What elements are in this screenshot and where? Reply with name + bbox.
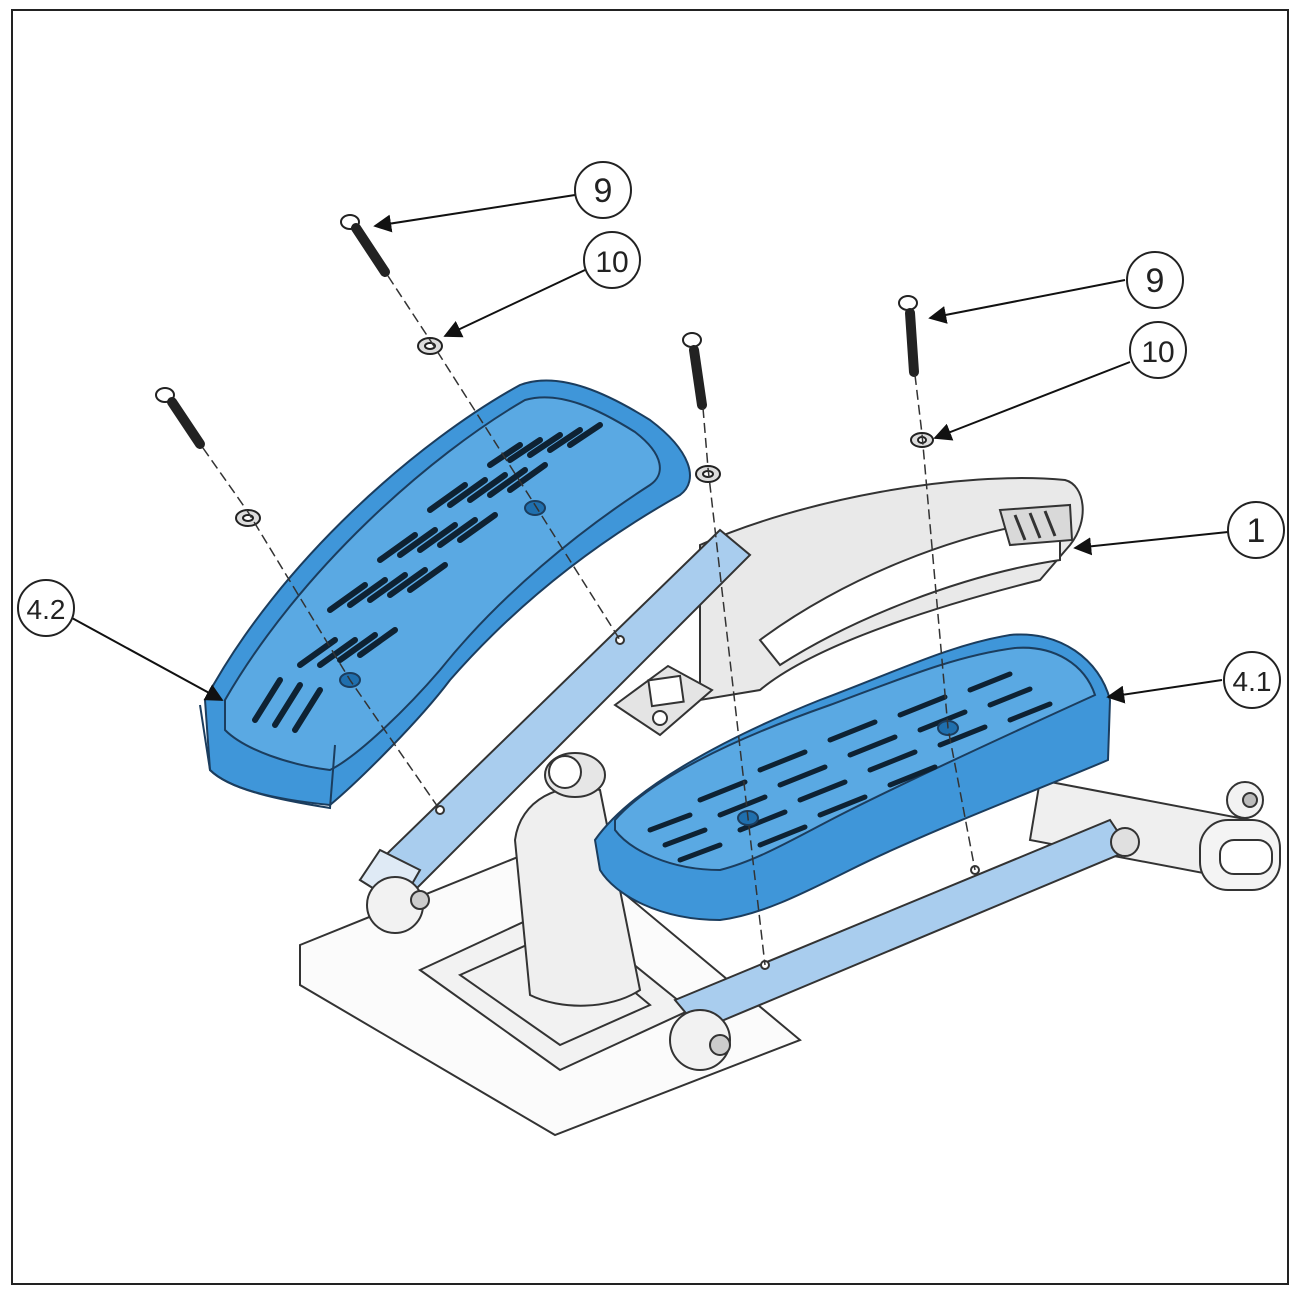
- svg-text:10: 10: [1141, 336, 1174, 369]
- callout-left-washer-top: 10: [583, 231, 641, 289]
- resistance-cylinder: [513, 752, 642, 1007]
- right-pedal: [593, 633, 1112, 922]
- washer-left-top: [417, 337, 443, 355]
- assembly-axis-lines: [202, 275, 976, 966]
- svg-text:1: 1: [1247, 512, 1266, 550]
- left-pedal: [199, 379, 691, 810]
- bolt-left-lower: [155, 387, 205, 449]
- callout-left-pedal: 4.2: [17, 579, 75, 637]
- callout-leaders: [71, 194, 1229, 704]
- callout-left-bolt-top: 9: [574, 161, 632, 219]
- svg-text:10: 10: [595, 246, 628, 279]
- callout-right-washer-top: 10: [1129, 321, 1187, 379]
- svg-text:4.1: 4.1: [1233, 666, 1272, 697]
- svg-text:9: 9: [594, 172, 613, 210]
- display-console: [613, 664, 714, 737]
- bolt-right-top: [898, 295, 919, 377]
- callout-right-pedal: 4.1: [1223, 651, 1281, 709]
- left-rail: [358, 528, 752, 934]
- bolt-left-top: [340, 214, 390, 277]
- svg-text:9: 9: [1146, 262, 1165, 300]
- svg-text:4.2: 4.2: [27, 594, 66, 625]
- bolt-center: [682, 332, 707, 410]
- callout-frame: 1: [1227, 501, 1285, 559]
- main-frame: [699, 477, 1281, 891]
- right-rail: [669, 818, 1140, 1071]
- callout-right-bolt-top: 9: [1126, 251, 1184, 309]
